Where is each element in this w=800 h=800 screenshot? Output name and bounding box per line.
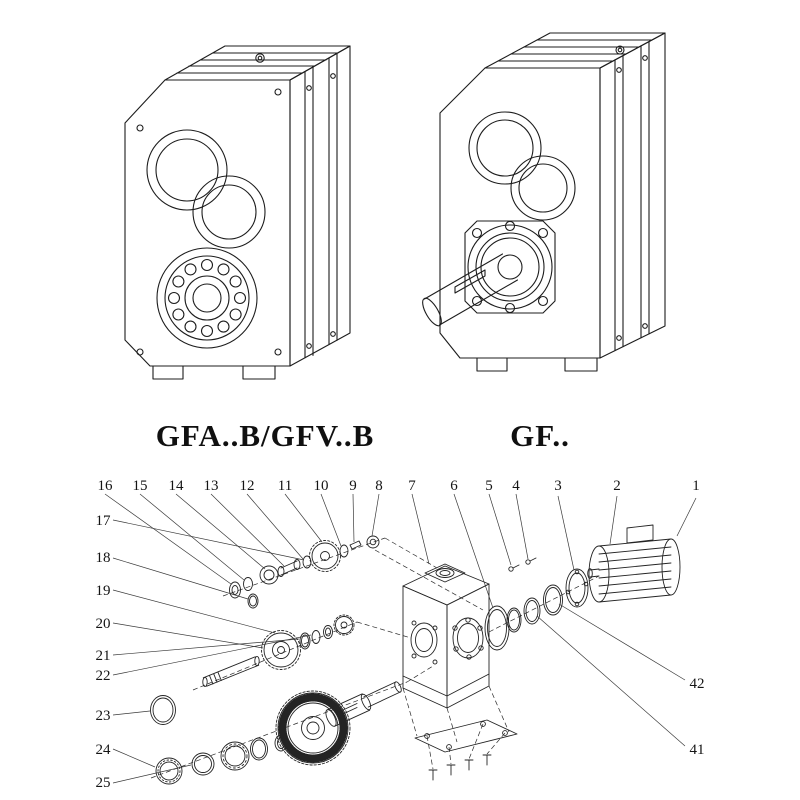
inspection-bores: [468, 111, 576, 221]
callout-10: 10: [314, 478, 329, 494]
exploded-parts-diagram: 16 15 14 13 12 11 10 9 8 7 6 5 4 3 2 1 1…: [96, 478, 705, 791]
callout-16: 16: [98, 478, 114, 494]
construction-lines: [150, 537, 600, 779]
callout-25: 25: [96, 775, 111, 791]
callout-13: 13: [204, 478, 219, 494]
callout-23: 23: [96, 708, 111, 724]
callout-5: 5: [485, 478, 493, 494]
intermediate-gear-assembly: [202, 614, 355, 688]
leader-lines: [104, 493, 697, 784]
output-flange: [464, 220, 556, 314]
callout-41: 41: [690, 742, 705, 758]
output-shaft: [422, 253, 523, 327]
housing-side-face: [289, 45, 351, 367]
callout-22: 22: [96, 668, 111, 684]
mounting-feet: [152, 365, 276, 380]
callout-21: 21: [96, 648, 111, 664]
model-label-gfab-gfvb: GFA..B/GFV..B: [155, 418, 375, 453]
input-shaft-assembly: [229, 535, 380, 609]
callout-12: 12: [240, 478, 255, 494]
callout-11: 11: [278, 478, 292, 494]
gear-housing: [402, 563, 490, 709]
callout-42: 42: [690, 676, 705, 692]
mounting-feet: [476, 357, 598, 372]
model-label-gf: GF..: [510, 418, 570, 453]
callout-14: 14: [169, 478, 185, 494]
callout-3: 3: [554, 478, 562, 494]
callout-6: 6: [450, 478, 458, 494]
callout-20: 20: [96, 616, 111, 632]
callout-2: 2: [613, 478, 621, 494]
housing-top-ribs: [164, 45, 351, 81]
callout-8: 8: [375, 478, 383, 494]
housing-front-face: [439, 67, 601, 359]
housing-top-ribs: [484, 32, 666, 69]
output-bearing-bore: [156, 247, 258, 349]
inspection-bores: [146, 129, 266, 249]
gearbox-drawing-gf: [422, 32, 666, 372]
housing-front-face: [124, 79, 291, 367]
callout-17: 17: [96, 513, 112, 529]
base-plate-assembly: [414, 719, 518, 781]
motor: [587, 524, 681, 603]
callout-19: 19: [96, 583, 111, 599]
output-gear-assembly: [150, 681, 402, 785]
callout-24: 24: [96, 742, 112, 758]
gasket-and-retaining-rings: [484, 557, 589, 651]
callout-9: 9: [349, 478, 357, 494]
callout-1: 1: [692, 478, 700, 494]
gearbox-drawing-gfab-gfvb: [124, 45, 351, 380]
callout-18: 18: [96, 550, 111, 566]
callout-4: 4: [512, 478, 520, 494]
callout-15: 15: [133, 478, 148, 494]
housing-side-face: [599, 32, 666, 359]
callout-7: 7: [408, 478, 416, 494]
